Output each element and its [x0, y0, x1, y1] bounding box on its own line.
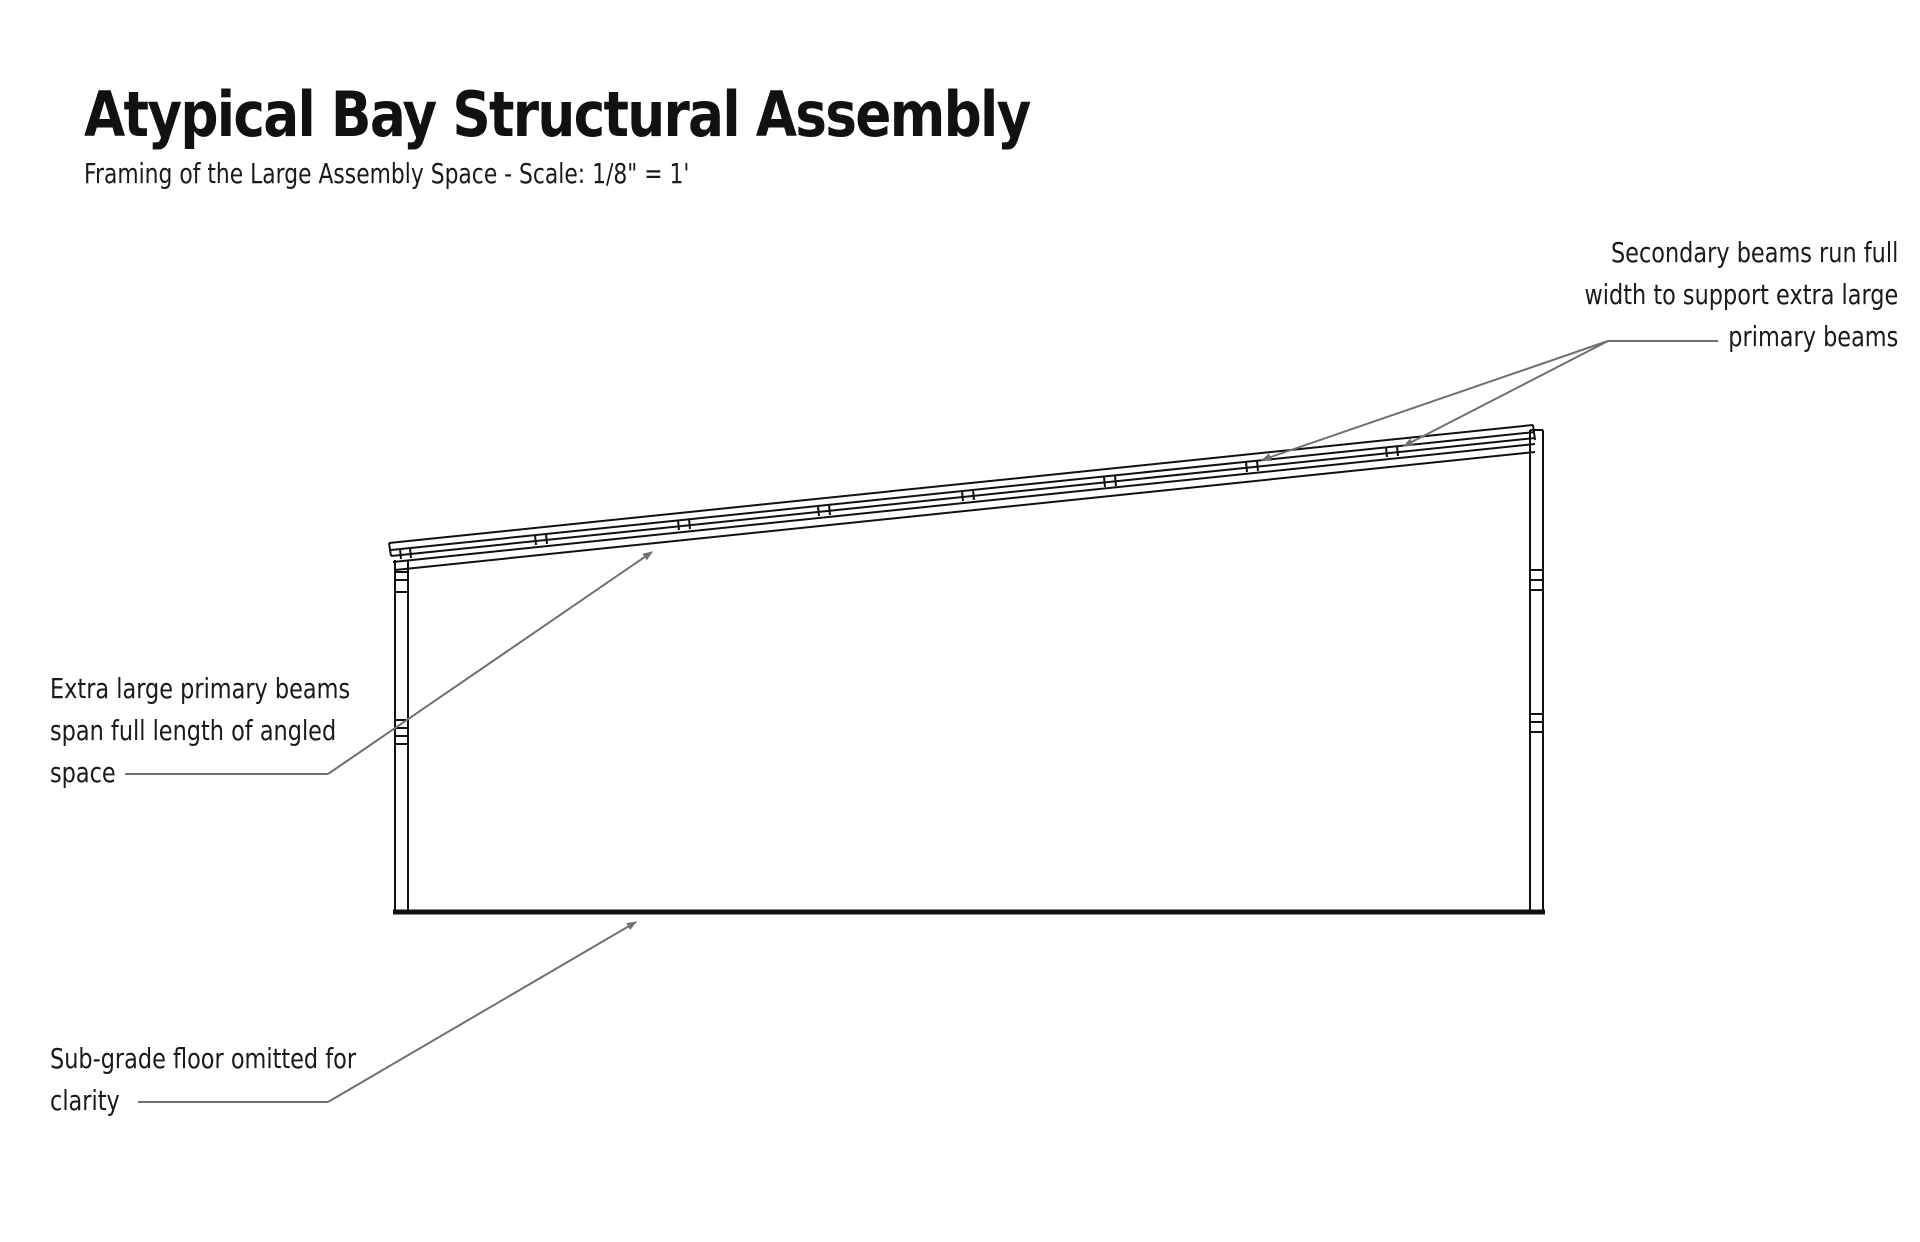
- secondary-beam-sections: [399, 445, 1399, 560]
- callout-secondary-beams: Secondary beams run full width to suppor…: [1584, 232, 1898, 358]
- left-column: [394, 560, 409, 912]
- callout-line: span full length of angled: [50, 714, 337, 747]
- page-title: Atypical Bay Structural Assembly: [84, 78, 1031, 151]
- leader-secondary-arrow-1: [1261, 340, 1609, 461]
- callout-line: primary beams: [1727, 320, 1898, 353]
- callout-line: space: [50, 756, 116, 789]
- callout-line: width to support extra large: [1584, 278, 1898, 311]
- leader-secondary-arrow-2: [1403, 340, 1609, 447]
- page-subtitle: Framing of the Large Assembly Space - Sc…: [84, 157, 690, 190]
- callout-line: Sub-grade floor omitted for: [50, 1042, 357, 1075]
- callout-primary-beams: Extra large primary beams span full leng…: [50, 668, 350, 794]
- callout-line: clarity: [50, 1084, 120, 1117]
- leader-subgrade-arrow: [327, 921, 637, 1103]
- leader-primary-arrow: [327, 551, 653, 775]
- right-column: [1529, 429, 1544, 912]
- callout-line: Extra large primary beams: [50, 672, 351, 705]
- callout-subgrade-floor: Sub-grade floor omitted for clarity: [50, 1038, 356, 1122]
- callout-line: Secondary beams run full: [1610, 236, 1898, 269]
- leader-lines: [125, 340, 1718, 1103]
